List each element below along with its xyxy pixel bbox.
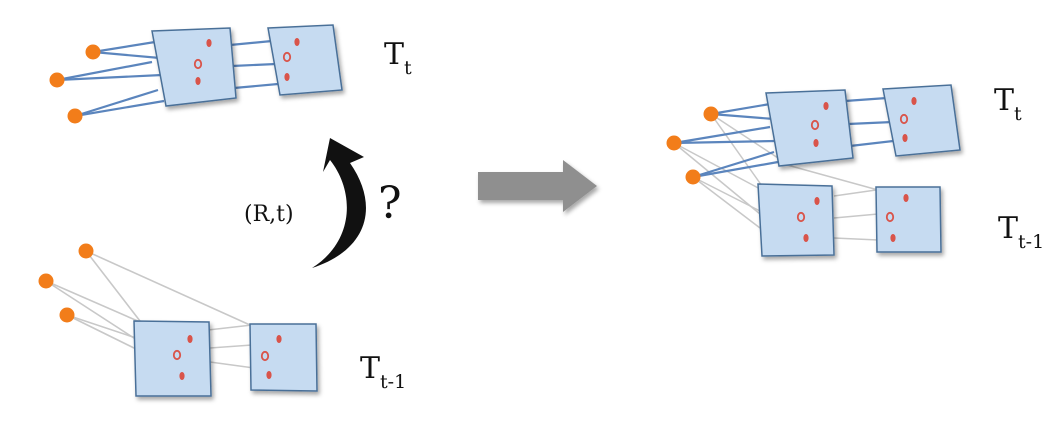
transform-label: (R,t): [244, 202, 294, 227]
feature-points: [172, 335, 282, 380]
label-tt-left: Tt: [384, 37, 412, 79]
orange-dot-icon: [78, 243, 94, 259]
orange-dot-icon: [685, 169, 701, 185]
orange-dot-icon: [85, 44, 101, 60]
camera-centers: [49, 44, 101, 124]
orange-dot-icon: [703, 106, 719, 122]
orange-dot-icon: [49, 72, 65, 88]
orange-dot-icon: [38, 273, 54, 289]
blue-rays: [56, 39, 279, 118]
orange-dot-icon: [67, 108, 83, 124]
group-tt1-left: [38, 243, 318, 397]
curved-arrow-icon: [312, 138, 366, 268]
gray-rays: [673, 113, 879, 241]
camera-centers: [38, 243, 94, 323]
frame-tt1-right-2: [875, 186, 942, 253]
orange-dot-icon: [59, 307, 75, 323]
feature-points: [193, 38, 300, 85]
frame-tt-right-2: [882, 84, 961, 157]
label-tt1-right: Tt-1: [998, 211, 1044, 253]
frame-tt-left-2: [267, 24, 343, 96]
label-tt-right: Tt: [994, 83, 1022, 125]
frame-tt1-left-2: [249, 323, 318, 392]
group-tt-left: [49, 24, 343, 124]
question-mark: ?: [378, 178, 402, 229]
blue-rays: [673, 96, 894, 179]
group-combined-right: [666, 84, 961, 257]
label-tt1-left: Tt-1: [360, 351, 406, 393]
frame-tt-right-1: [765, 89, 854, 167]
gray-rays: [45, 250, 255, 369]
camera-centers: [666, 106, 719, 185]
feature-points: [796, 97, 917, 242]
orange-dot-icon: [666, 135, 682, 151]
frame-tt1-right-1: [757, 183, 835, 257]
frame-tt1-left-1: [133, 320, 212, 397]
frame-tt-left-1: [151, 27, 237, 107]
right-block-arrow-icon: [478, 160, 597, 212]
